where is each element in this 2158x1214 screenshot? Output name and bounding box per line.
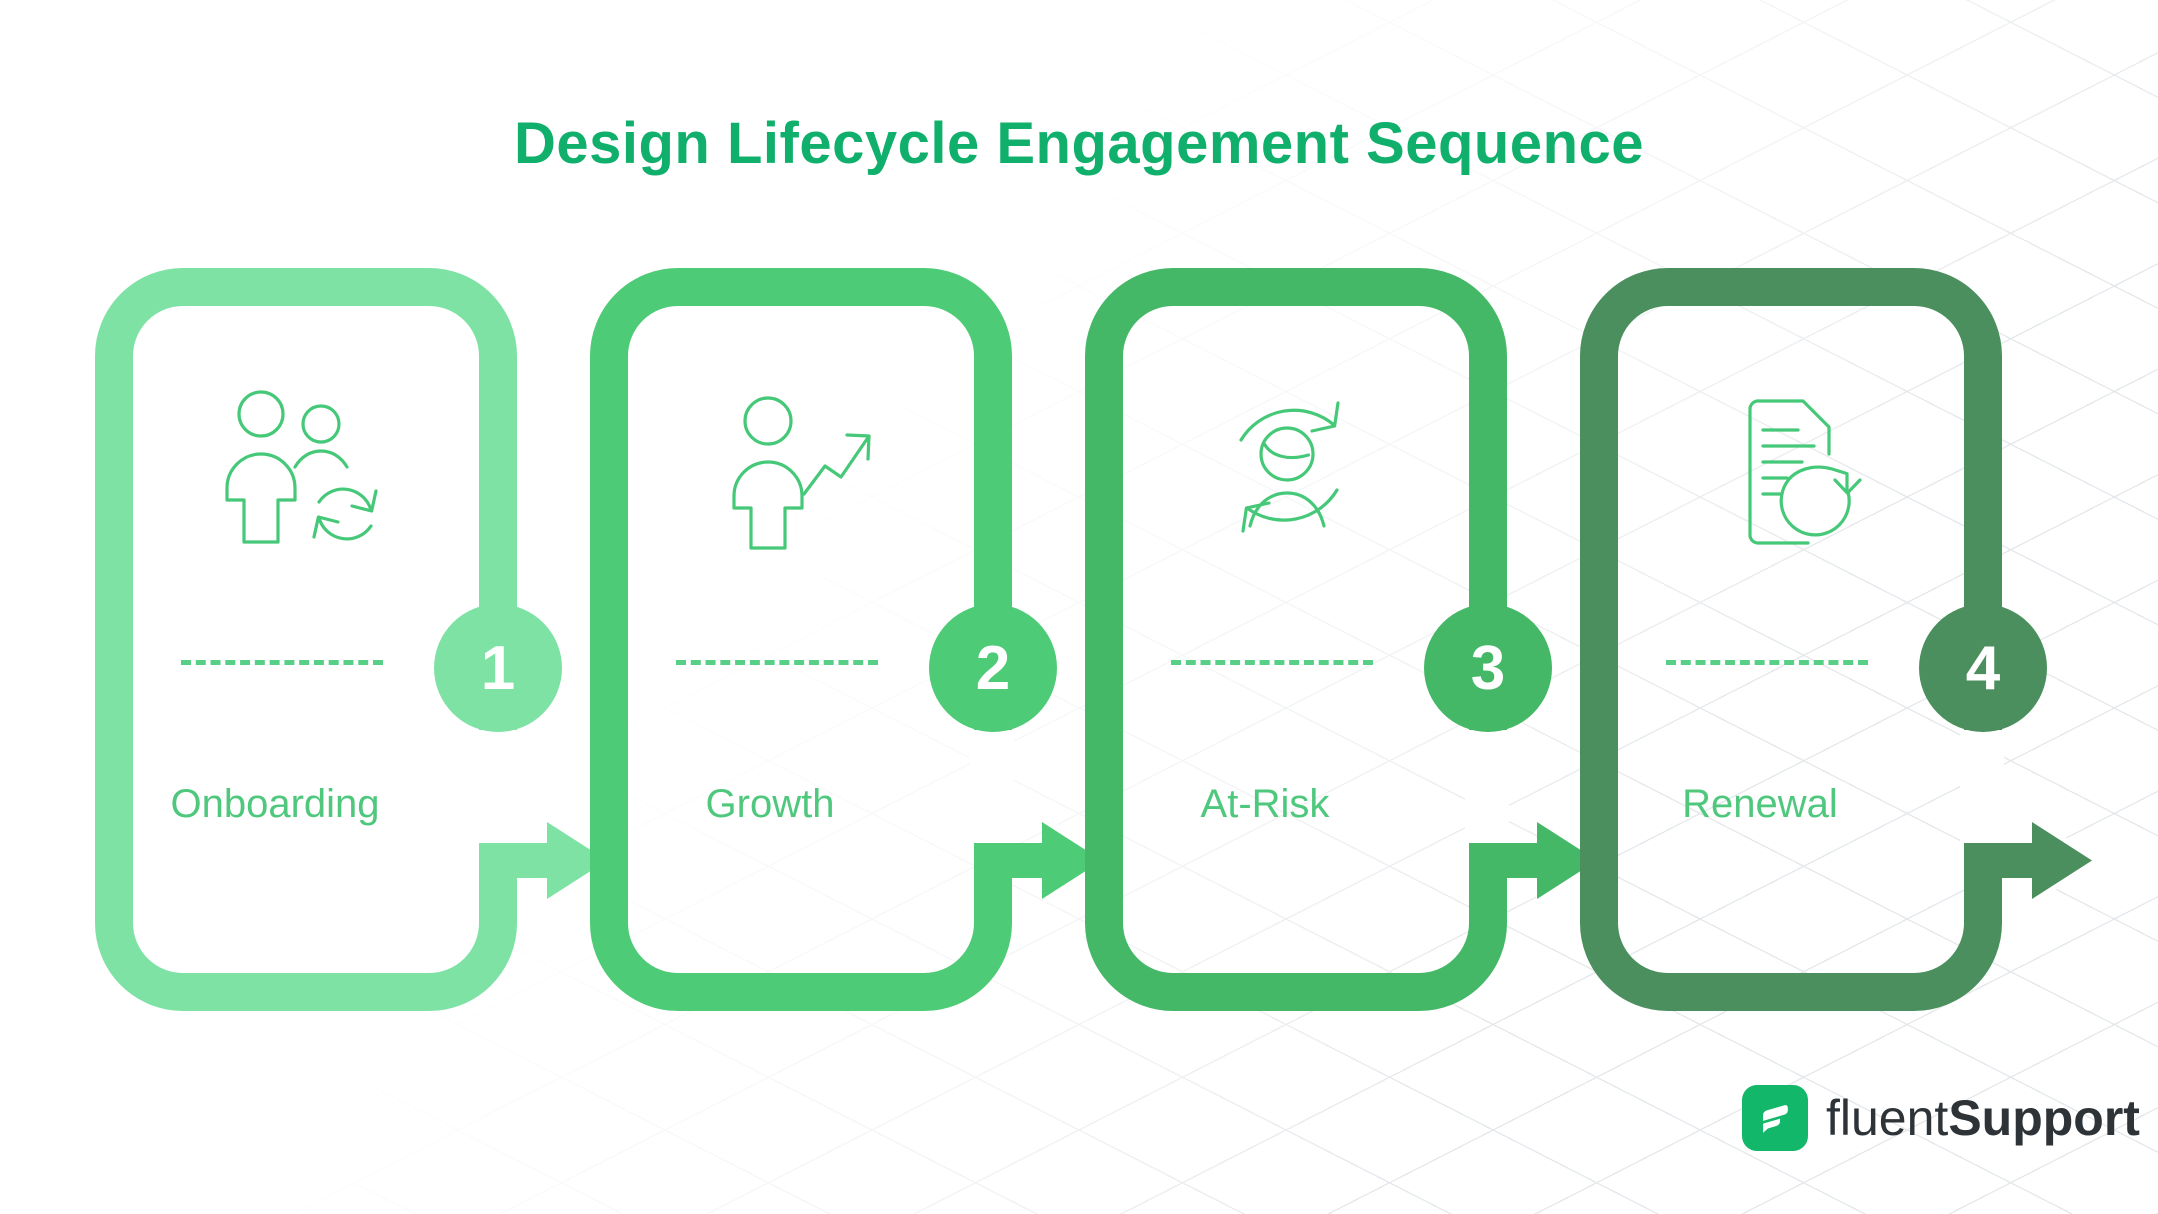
- stage-ring: [1085, 268, 1507, 1011]
- brand-logo: fluentSupport: [1742, 1080, 2140, 1156]
- users-sync-icon: [225, 390, 378, 544]
- stage-number: 3: [1470, 633, 1506, 703]
- stage-card-onboarding: 1 Onboarding: [95, 268, 612, 1011]
- stage-card-growth: 2 Growth: [590, 268, 1107, 1011]
- stage-number-badge: 2: [929, 604, 1057, 732]
- stage-label: Growth: [705, 782, 835, 826]
- stage-label: Renewal: [1682, 782, 1838, 826]
- user-growth-icon: [732, 396, 871, 550]
- stage-number: 4: [1965, 633, 2001, 703]
- stage-number-badge: 4: [1919, 604, 2047, 732]
- stage-number-badge: 3: [1424, 604, 1552, 732]
- brand-name-bold: Support: [1948, 1090, 2140, 1146]
- ring-gap: [1960, 730, 2004, 846]
- document-renew-icon: [1748, 399, 1862, 545]
- ring-gap: [970, 730, 1014, 846]
- page-title: Design Lifecycle Engagement Sequence: [513, 111, 1645, 176]
- fluent-support-logo-icon: [1742, 1085, 1808, 1151]
- brand-name-regular: fluent: [1826, 1090, 1949, 1146]
- dashed-line: [181, 660, 383, 665]
- stage-number: 1: [480, 633, 516, 703]
- stage-card-at-risk: 3 At-Risk: [1085, 268, 1602, 1011]
- stage-card-renewal: 4 Renewal: [1580, 268, 2097, 1011]
- dashed-line: [676, 660, 878, 665]
- stage-label: Onboarding: [170, 782, 380, 826]
- stage-number-badge: 1: [434, 604, 562, 732]
- dashed-line: [1666, 660, 1868, 665]
- next-stage-arrow-icon: [1964, 817, 2097, 904]
- ring-gap: [1465, 730, 1509, 846]
- user-refresh-icon: [1239, 401, 1340, 533]
- brand-name: fluentSupport: [1826, 1089, 2140, 1147]
- logo-glyph-icon: [1763, 1105, 1788, 1133]
- ring-gap: [475, 730, 519, 846]
- dashed-line: [1171, 660, 1373, 665]
- stage-label: At-Risk: [1200, 782, 1330, 826]
- stage-number: 2: [975, 633, 1011, 703]
